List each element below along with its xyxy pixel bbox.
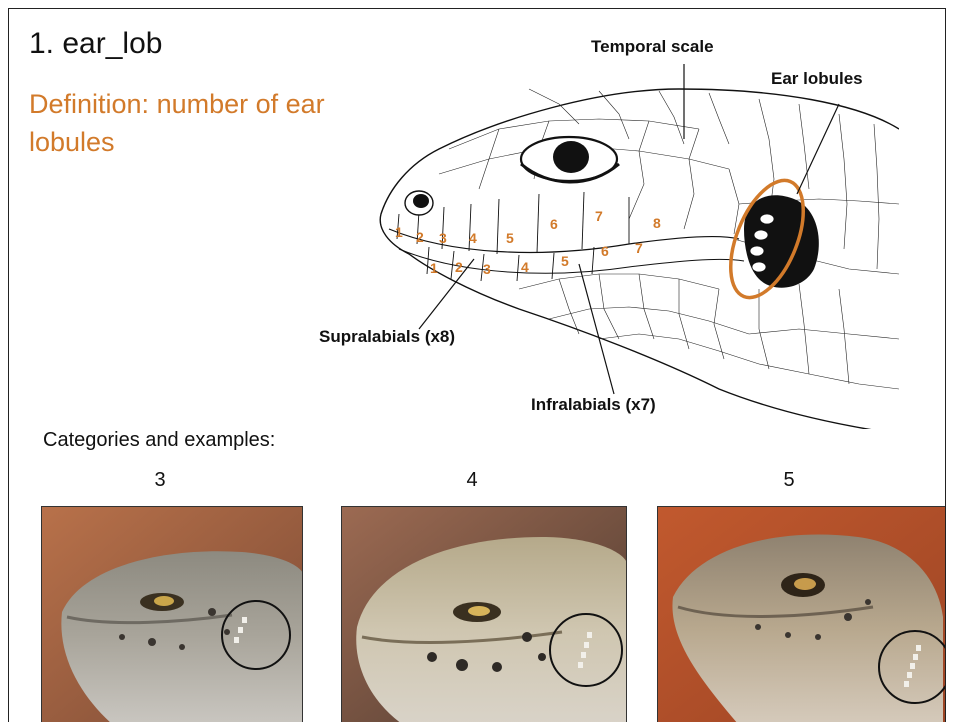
supralabial-number: 4 <box>469 230 477 246</box>
supralabial-number: 7 <box>595 208 603 224</box>
example-photo-3-lobules <box>41 506 303 722</box>
slide-title: 1. ear_lob <box>29 27 162 61</box>
supralabial-number: 2 <box>416 229 424 245</box>
supralabials-label: Supralabials (x8) <box>319 327 455 347</box>
supralabial-number: 6 <box>550 216 558 232</box>
lizard-head-diagram: 1 2 3 4 5 6 7 8 1 2 3 4 5 6 7 <box>299 29 899 429</box>
infralabial-number: 1 <box>430 260 438 276</box>
category-value: 3 <box>140 469 180 492</box>
supralabial-number: 8 <box>653 215 661 231</box>
temporal-scale-label: Temporal scale <box>591 37 714 57</box>
supralabial-number: 5 <box>506 230 514 246</box>
supralabial-number: 3 <box>439 230 447 246</box>
category-value: 5 <box>769 469 809 492</box>
example-photo-4-lobules <box>341 506 627 722</box>
infralabial-number: 7 <box>635 240 643 256</box>
infralabial-number: 5 <box>561 253 569 269</box>
example-photo-5-lobules <box>657 506 946 722</box>
infralabials-label: Infralabials (x7) <box>531 395 656 415</box>
category-value: 4 <box>452 469 492 492</box>
supralabial-number: 1 <box>395 224 403 240</box>
categories-label: Categories and examples: <box>43 429 275 452</box>
infralabial-number: 4 <box>521 259 529 275</box>
infralabial-number: 2 <box>455 259 463 275</box>
slide: 1. ear_lob Definition: number of ear lob… <box>8 8 946 722</box>
infralabial-number: 6 <box>601 243 609 259</box>
infralabial-number: 3 <box>483 261 491 277</box>
ear-lobules-label: Ear lobules <box>771 69 863 89</box>
